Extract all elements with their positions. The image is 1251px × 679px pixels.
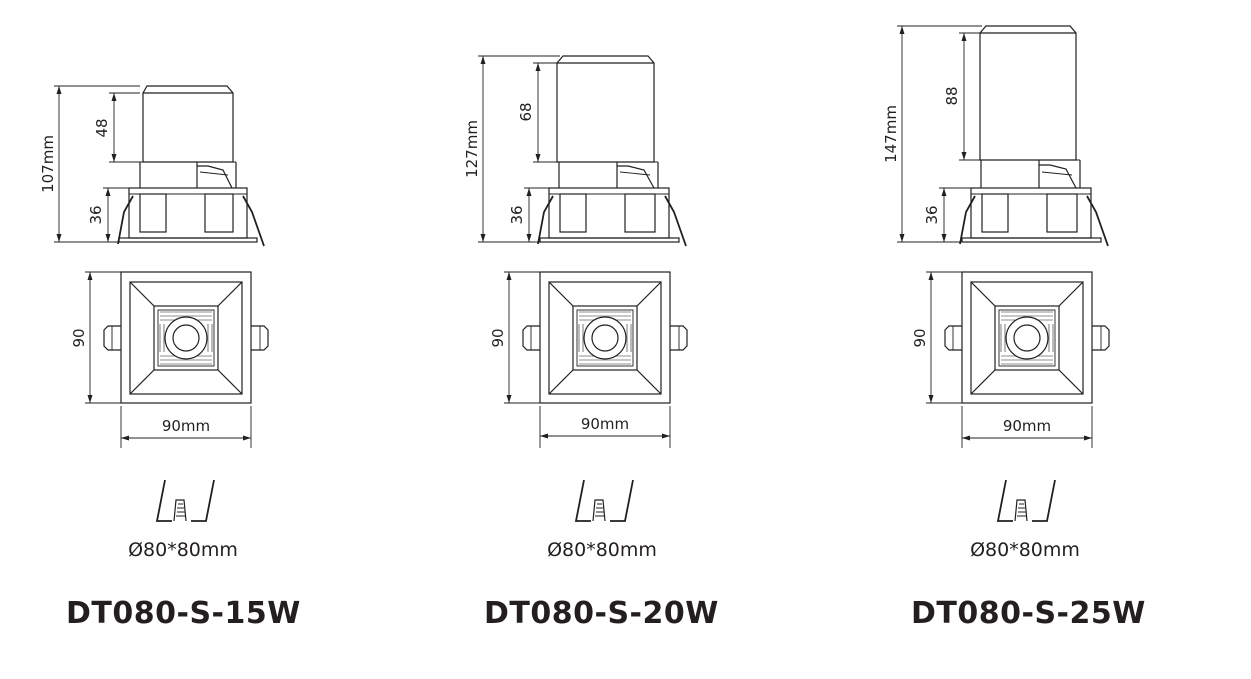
- front-height-label: 90: [70, 328, 88, 347]
- front-height-label: 90: [489, 328, 507, 347]
- total-height-label: 127mm: [463, 120, 481, 178]
- lower-height-dimension: 36: [87, 187, 130, 242]
- front-height-dimension: 90: [70, 271, 121, 404]
- total-height-label: 147mm: [882, 105, 900, 163]
- front-width-label: 90mm: [581, 415, 629, 433]
- trim-flange: [961, 237, 1102, 243]
- model-name: DT080-S-20W: [484, 596, 719, 631]
- model-name: DT080-S-25W: [911, 596, 1146, 631]
- front-view: 90 90mm: [70, 271, 269, 448]
- side-view: 107mm 48 36: [39, 85, 265, 247]
- product-drawing: 147mm 88 36: [882, 25, 1110, 561]
- cutout-icon: [155, 479, 215, 522]
- product-drawing: 127mm 68 36: [463, 55, 688, 561]
- product-dt080-s-25w: 147mm 88 36: [836, 0, 1251, 679]
- total-height-dimension: 107mm: [39, 85, 140, 243]
- total-height-label: 107mm: [39, 135, 57, 193]
- driver-housing: [556, 55, 658, 163]
- front-height-dimension: 90: [911, 271, 962, 404]
- cutout-icon: [996, 479, 1056, 522]
- total-height-dimension: 127mm: [463, 55, 560, 243]
- front-view: 90 90mm: [489, 271, 688, 448]
- trim-flange: [539, 237, 680, 243]
- mounting-springs: [537, 195, 687, 247]
- side-clips: [522, 325, 688, 351]
- side-view: 127mm 68 36: [463, 55, 687, 247]
- product-dt080-s-20w: 127mm 68 36: [418, 0, 835, 679]
- lower-height-dimension: 36: [508, 187, 550, 242]
- upper-height-dimension: 68: [517, 62, 558, 163]
- front-view: 90 90mm: [911, 271, 1110, 448]
- lamp-body: [128, 162, 248, 239]
- trim-flange: [118, 237, 258, 243]
- front-width-label: 90mm: [162, 417, 210, 435]
- front-height-dimension: 90: [489, 271, 540, 404]
- mounting-springs: [117, 195, 265, 247]
- front-width-dimension: 90mm: [539, 406, 671, 448]
- front-width-dimension: 90mm: [961, 406, 1093, 448]
- driver-housing: [140, 85, 236, 163]
- side-clips: [944, 325, 1110, 351]
- trim-square: [961, 271, 1093, 404]
- front-width-dimension: 90mm: [120, 406, 252, 448]
- cutout-label: Ø80*80mm: [547, 539, 657, 561]
- trim-square: [120, 271, 252, 404]
- cutout-label: Ø80*80mm: [970, 539, 1080, 561]
- upper-height-label: 88: [943, 86, 961, 105]
- lower-height-label: 36: [923, 205, 941, 224]
- upper-height-label: 48: [93, 118, 111, 137]
- total-height-dimension: 147mm: [882, 25, 982, 243]
- product-drawing: 107mm 48 36: [39, 85, 269, 561]
- upper-height-dimension: 48: [93, 92, 140, 163]
- side-view: 147mm 88 36: [882, 25, 1109, 247]
- trim-square: [539, 271, 671, 404]
- lower-height-label: 36: [87, 205, 105, 224]
- cutout-label: Ø80*80mm: [128, 539, 238, 561]
- front-width-label: 90mm: [1003, 417, 1051, 435]
- side-clips: [103, 325, 269, 351]
- lower-height-label: 36: [508, 205, 526, 224]
- model-name: DT080-S-15W: [66, 596, 301, 631]
- upper-height-label: 68: [517, 102, 535, 121]
- lamp-body: [970, 160, 1092, 239]
- product-dt080-s-15w: 107mm 48 36: [0, 0, 417, 679]
- mounting-springs: [959, 195, 1109, 247]
- front-height-label: 90: [911, 328, 929, 347]
- lamp-body: [548, 162, 670, 239]
- cutout-icon: [574, 479, 634, 522]
- upper-height-dimension: 88: [943, 32, 980, 161]
- driver-housing: [979, 25, 1080, 161]
- lower-height-dimension: 36: [923, 187, 972, 242]
